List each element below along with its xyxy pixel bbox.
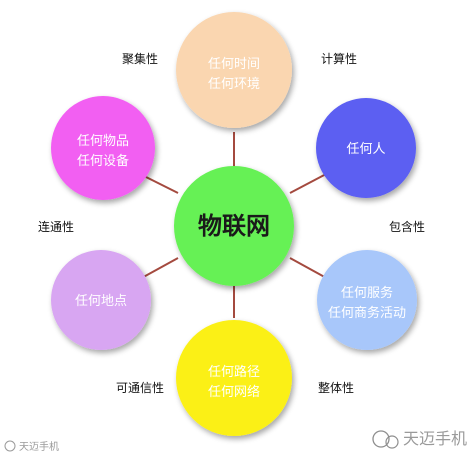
node-upper-right-line-1: 任何人: [346, 141, 385, 157]
node-lower-right: [317, 250, 417, 350]
node-circle-upper-left: [51, 96, 155, 200]
node-circle-lower-left: [51, 250, 151, 350]
node-upper-left-line-2: 任何设备: [77, 153, 129, 169]
property-middle-left: 连通性: [38, 219, 74, 234]
node-circle-upper-right: [316, 98, 416, 198]
node-bottom-line-1: 任何路径: [208, 364, 260, 380]
watermark-right: 天迈手机: [372, 429, 467, 449]
node-circle-bottom: [176, 320, 292, 436]
watermark-left-icon: [4, 440, 16, 452]
node-upper-left-line-1: 任何物品: [77, 133, 129, 149]
property-top-right: 计算性: [321, 51, 357, 66]
node-bottom: [176, 320, 292, 436]
property-middle-right: 包含性: [389, 219, 425, 234]
property-bottom-right: 整体性: [318, 380, 354, 395]
connector-upper-right: [289, 172, 329, 194]
node-lower-left: [51, 250, 151, 350]
center-circle: [174, 166, 294, 286]
wechat-icon: [372, 430, 399, 449]
node-lower-right-line-2: 任何商务活动: [328, 305, 406, 321]
node-circle-top: [176, 12, 292, 128]
watermark-right-text: 天迈手机: [403, 429, 467, 448]
center-node: [174, 166, 294, 286]
property-top-left: 聚集性: [122, 51, 158, 66]
node-lower-left-line-1: 任何地点: [75, 293, 127, 309]
center-label: 物联网: [198, 212, 270, 240]
watermark-left: 天迈手机: [4, 440, 59, 453]
connectors: [137, 132, 331, 318]
node-top-line-2: 任何环境: [208, 76, 260, 92]
watermark-left-text: 天迈手机: [19, 440, 59, 453]
node-upper-left: [51, 96, 155, 200]
node-top: [176, 12, 292, 128]
node-upper-right: [316, 98, 416, 198]
node-lower-right-line-1: 任何服务: [341, 285, 393, 301]
node-bottom-line-2: 任何网络: [208, 384, 260, 400]
node-top-line-1: 任何时间: [208, 56, 260, 72]
property-bottom-left: 可通信性: [116, 381, 164, 395]
node-circle-lower-right: [317, 250, 417, 350]
